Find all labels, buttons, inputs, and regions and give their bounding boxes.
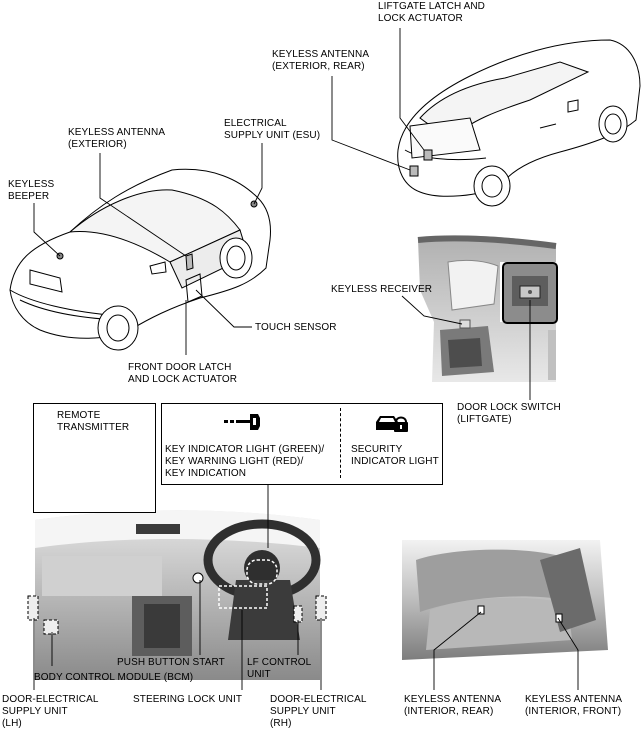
key-icon	[224, 414, 260, 430]
label-key-indicator-light: KEY INDICATOR LIGHT (GREEN)/ KEY WARNING…	[165, 444, 325, 479]
liftgate-photo	[417, 235, 558, 382]
label-push-button-start: PUSH BUTTON START	[117, 657, 225, 668]
label-security-indicator-light: SECURITY INDICATOR LIGHT	[351, 444, 439, 467]
indicator-divider	[340, 408, 341, 478]
car-padlock-icon	[376, 416, 408, 432]
label-keyless-antenna-interior-rear: KEYLESS ANTENNA (INTERIOR, REAR)	[404, 694, 502, 717]
label-keyless-receiver: KEYLESS RECEIVER	[331, 284, 433, 295]
label-keyless-antenna-exterior: KEYLESS ANTENNA (EXTERIOR)	[68, 127, 166, 150]
label-electrical-supply-unit: ELECTRICAL SUPPLY UNIT (ESU)	[224, 118, 321, 141]
interior-photo	[402, 540, 608, 660]
label-remote-transmitter: REMOTE TRANSMITTER	[57, 410, 130, 433]
label-door-lock-switch: DOOR LOCK SWITCH (LIFTGATE)	[457, 402, 561, 425]
label-liftgate-latch: LIFTGATE LATCH AND LOCK ACTUATOR	[378, 1, 486, 24]
indicator-lights-box	[161, 403, 443, 485]
label-touch-sensor: TOUCH SENSOR	[255, 322, 337, 333]
label-lf-control-unit: LF CONTROL UNIT	[247, 657, 312, 680]
leader-lines	[33, 28, 579, 690]
label-keyless-beeper: KEYLESS BEEPER	[8, 179, 55, 202]
rear-car-illustration	[397, 39, 641, 207]
label-front-door-latch: FRONT DOOR LATCH AND LOCK ACTUATOR	[128, 362, 238, 385]
label-keyless-antenna-interior-front: KEYLESS ANTENNA (INTERIOR, FRONT)	[525, 694, 623, 717]
label-door-esu-rh: DOOR-ELECTRICAL SUPPLY UNIT (RH)	[270, 694, 367, 729]
label-keyless-antenna-exterior-rear: KEYLESS ANTENNA (EXTERIOR, REAR)	[272, 49, 370, 72]
label-door-esu-lh: DOOR-ELECTRICAL SUPPLY UNIT (LH)	[2, 694, 99, 729]
dashboard-photo	[27, 510, 327, 680]
label-steering-lock-unit: STEERING LOCK UNIT	[133, 694, 243, 705]
label-body-control-module: BODY CONTROL MODULE (BCM)	[34, 672, 194, 683]
front-car-illustration	[9, 168, 271, 351]
remote-transmitter-box	[33, 403, 156, 513]
